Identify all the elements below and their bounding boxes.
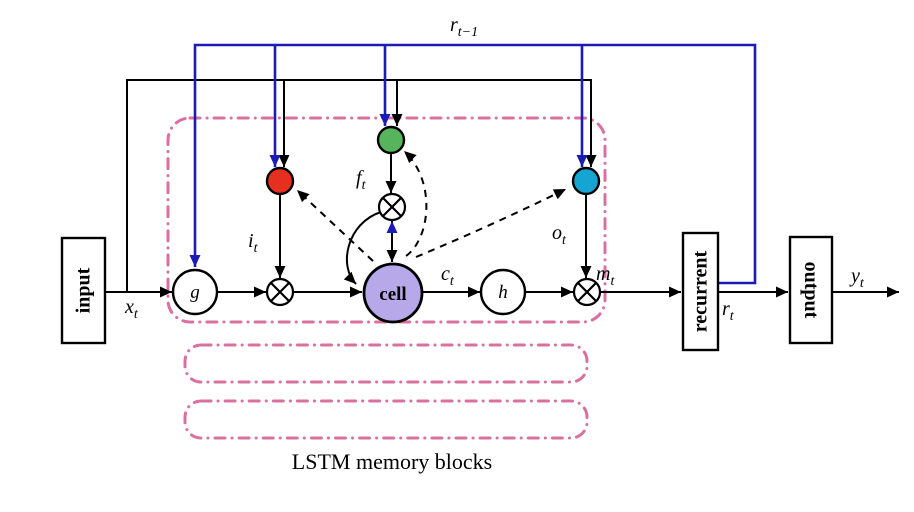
output-layer-label: output xyxy=(800,262,822,319)
output-gate-node xyxy=(571,166,601,196)
forget-gate-node xyxy=(376,125,406,155)
forget-gate-signal-label: ft xyxy=(356,167,367,193)
cell-node xyxy=(362,262,424,324)
recurrent-layer-box xyxy=(681,231,720,352)
layer-boxes xyxy=(60,231,834,352)
cell-label: cell xyxy=(379,284,406,305)
input-signal-label: xt xyxy=(124,296,139,322)
output-layer-box xyxy=(788,235,834,345)
input-gate-node xyxy=(265,166,295,196)
peephole-to-forget-gate xyxy=(403,150,428,257)
peephole-connections xyxy=(296,150,567,262)
recurrent-prev-label: rt−1 xyxy=(450,14,478,40)
input-layer-box xyxy=(60,236,107,345)
g-label: g xyxy=(190,282,200,303)
input-bus-to-output-gate xyxy=(126,79,597,292)
nodes xyxy=(171,125,602,324)
peephole-to-input-gate xyxy=(296,189,374,262)
recurrent-signal-label: rt xyxy=(722,298,735,324)
recurrent-wires xyxy=(189,43,757,285)
input-gate-signal-label: it xyxy=(248,230,259,256)
figure-caption: LSTM memory blocks xyxy=(292,449,492,474)
feedforward-wires xyxy=(105,79,899,298)
input-activation-node xyxy=(171,268,219,316)
cell-state-label: ct xyxy=(441,263,455,289)
output-activation-node xyxy=(479,268,527,316)
output-gate-signal-label: ot xyxy=(552,222,567,248)
peephole-to-output-gate xyxy=(415,188,567,258)
memory-block-outline-3 xyxy=(183,399,589,440)
output-signal-label: yt xyxy=(849,265,865,291)
forget-multiply-node xyxy=(377,192,407,222)
recurrent-layer-label: recurrent xyxy=(690,250,712,332)
input-layer-label: input xyxy=(73,267,95,313)
cell-output-label: mt xyxy=(596,263,615,289)
memory-block-outline-2 xyxy=(183,343,589,384)
input-multiply-node xyxy=(265,277,295,307)
h-label: h xyxy=(498,282,508,303)
wire-forget-multiply-to-cell-loop xyxy=(343,211,382,285)
recurrent-bus-to-g xyxy=(189,43,757,285)
